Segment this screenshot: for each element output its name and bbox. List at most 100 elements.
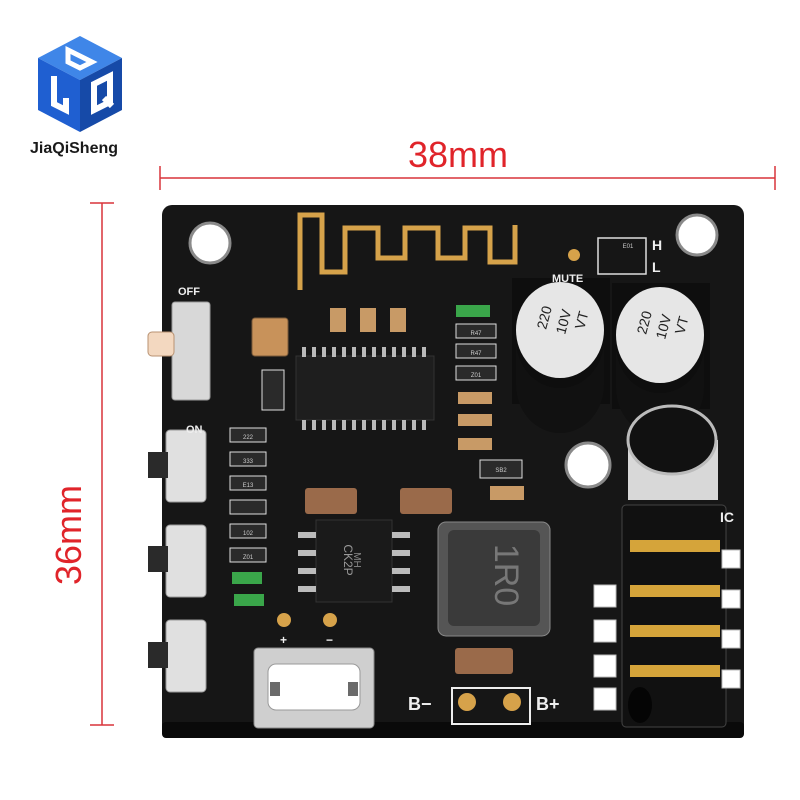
logo-j-stroke [51,76,69,115]
smd-marking: Z01 [243,555,254,561]
speaker-pad-minus [323,613,337,627]
solder-pad [593,687,617,711]
width-label: 38mm [408,134,509,175]
battery-negative-label: B− [408,694,432,714]
solder-pad [593,654,617,678]
logo-q-stroke [91,71,115,115]
smd-capacitor-large [305,488,357,514]
smd-resistor [229,499,267,515]
amplifier-ic-marking-2: CK2P [341,544,355,575]
smd-marking: SB2 [495,468,507,474]
solder-pad [593,619,617,643]
crystal-oscillator [251,317,289,357]
smd-capacitor [330,308,346,332]
bluetooth-antenna-trace [297,212,518,290]
speaker-plus-label: + [280,633,287,647]
battery-pad-frame [451,687,531,725]
audio-jack-contact [630,625,720,637]
battery-positive-label: B+ [536,694,560,714]
smd-marking: 222 [243,435,254,441]
smd-capacitor-large [455,648,513,674]
capacitor-1-voltage: 10V [552,307,574,336]
smd-capacitor [360,308,376,332]
speaker-minus-label: − [326,633,333,647]
off-label: OFF [178,286,200,298]
microphone-capsule [626,404,718,476]
solder-pad [721,669,741,689]
capacitor-2-brand: VT [671,314,691,336]
capacitor-2-value: 220 [633,309,655,336]
smd-inductor [261,369,285,411]
inductor-marking: 1R0 [487,544,525,606]
button-2-actuator[interactable] [148,546,168,572]
hl-jumper-frame [597,237,647,275]
capacitor-1-top [516,282,604,378]
on-label: ON [186,424,203,436]
smd-marking: 333 [243,459,254,465]
smd-capacitor [390,308,406,332]
ic-label: IC [720,509,734,525]
amplifier-ic-pins [298,532,410,592]
solder-pad [721,549,741,569]
smd-capacitor [458,392,492,404]
micro-usb-opening [267,663,361,711]
micro-usb-latch [270,682,280,696]
smd-marking: R47 [470,351,482,357]
amplifier-ic-marking-1: MH [351,552,362,568]
battery-pad-positive [503,693,521,711]
button-1-housing [165,429,207,503]
button-3-housing [165,619,207,693]
solder-pad [721,589,741,609]
h-label: H [652,237,662,253]
capacitor-1-brand: VT [571,309,591,331]
power-inductor-core [448,530,540,626]
bluetooth-ic [295,355,435,421]
jiaqisheng-logo [38,36,122,132]
audio-jack-contact [630,665,720,677]
smd-marking: R47 [470,331,482,337]
button-2-housing [165,524,207,598]
solder-pad [721,629,741,649]
audio-jack-opening[interactable] [628,687,652,723]
l-label: L [652,259,661,275]
smd-resistor [455,343,497,359]
led-indicator [232,572,262,584]
speaker-pad-plus [277,613,291,627]
smd-resistor [229,427,267,443]
smd-marking: E01 [623,244,634,250]
logo-cube-left [38,58,80,132]
power-switch-housing [171,301,211,401]
mute-label: MUTE [552,273,583,285]
capacitor-1-sleeve [516,340,604,433]
smd-marking: Z01 [471,373,482,379]
smd-capacitor [490,486,524,500]
led-indicator [456,305,490,317]
amplifier-ic [315,519,393,603]
capacitor-2-voltage: 10V [652,312,674,341]
button-1-actuator[interactable] [148,452,168,478]
mute-pad [568,249,580,261]
micro-usb-latch [348,682,358,696]
smd-resistor [229,475,267,491]
smd-resistor [229,523,267,539]
brand-name: JiaQiSheng [30,140,119,157]
smd-capacitor [458,438,492,450]
smd-capacitor-large [400,488,452,514]
button-3-actuator[interactable] [148,642,168,668]
smd-capacitor [458,414,492,426]
logo-s-stroke [65,45,98,71]
mounting-hole-top-right [675,213,719,257]
smd-diode [479,459,523,479]
audio-jack-contact [630,540,720,552]
battery-pad-negative [458,693,476,711]
capacitor-1-value: 220 [533,304,555,331]
power-switch-slider[interactable] [147,331,175,357]
smd-resistor [229,547,267,563]
capacitor-2-top [616,287,704,383]
audio-jack-contact [630,585,720,597]
smd-resistor [455,323,497,339]
smd-marking: 102 [243,531,254,537]
mounting-hole-center [564,441,612,489]
